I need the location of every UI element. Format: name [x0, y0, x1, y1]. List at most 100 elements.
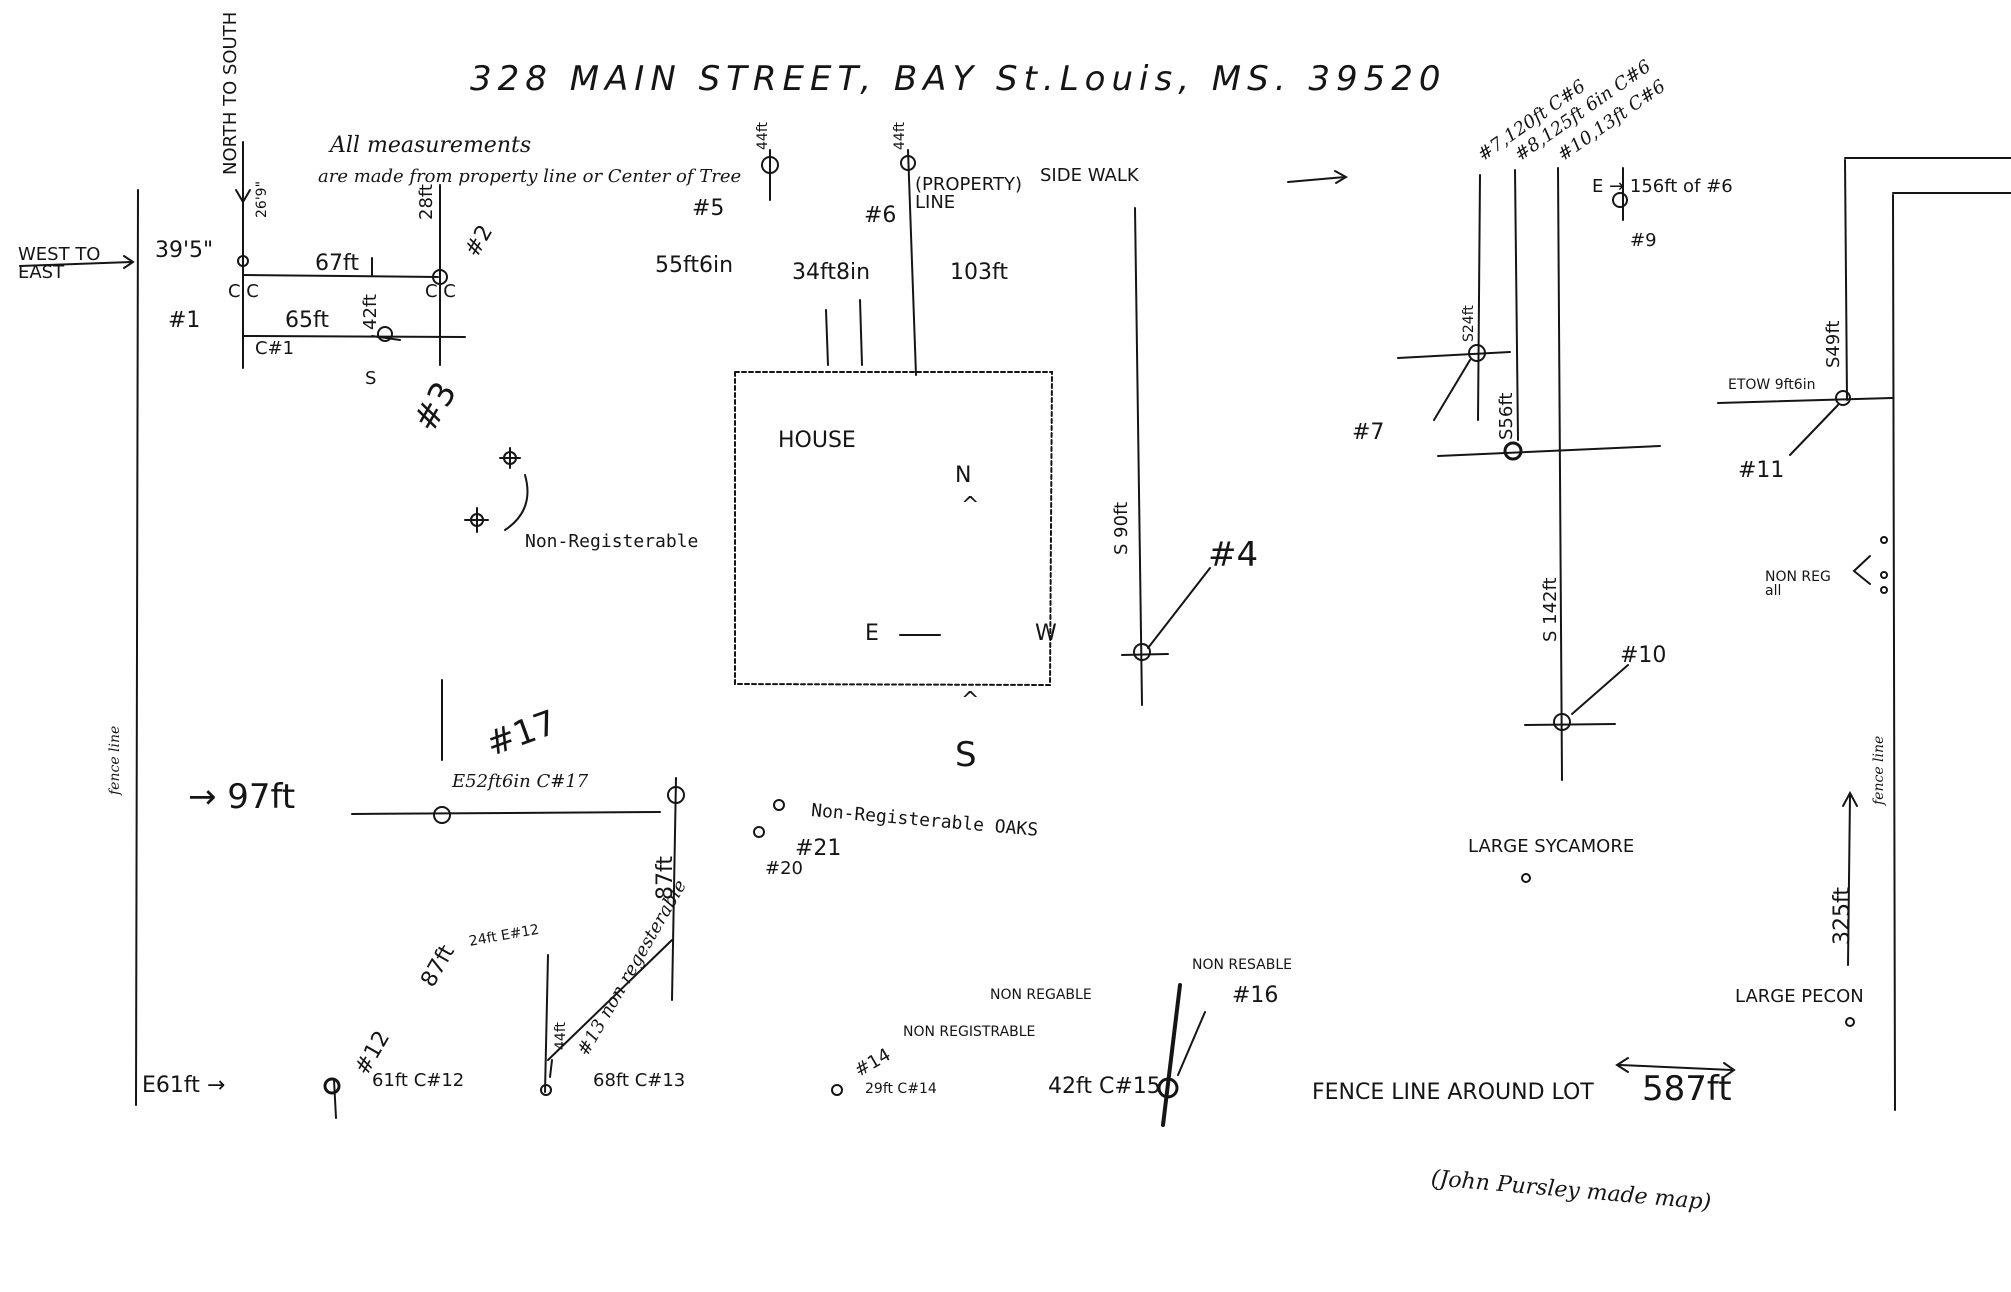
measure-c13: 68ft C#13 — [593, 1070, 686, 1091]
west-east-arrow — [19, 261, 133, 267]
left-fence-line — [135, 189, 139, 1106]
measure-34-8: 34ft8in — [792, 260, 871, 285]
measure-c15: 42ft C#15 — [1048, 1074, 1161, 1099]
left-fence-line-label: fence line — [107, 725, 123, 795]
tree-4-marker — [1133, 643, 1151, 661]
tree-17-marker — [433, 806, 451, 824]
right-fence-line — [1892, 194, 1896, 1111]
measure-e52: E52ft6in C#17 — [452, 771, 589, 792]
top-arrowhead — [1334, 170, 1349, 184]
c1-label: C#1 — [255, 338, 295, 359]
measure-s90: S 90ft — [1111, 501, 1132, 555]
oak-marker-b — [753, 826, 765, 838]
non-reg-14-label: NON REGISTRABLE — [903, 1024, 1036, 1040]
measure-etow: ETOW 9ft6in — [1728, 377, 1816, 393]
measure-s142: S 142ft — [1540, 577, 1561, 642]
tree-11-marker — [1835, 390, 1851, 406]
tree-2-marker — [432, 269, 448, 285]
non-reg-all-label: NON REG all — [1765, 569, 1831, 599]
west-to-east-label: WEST TO EAST — [18, 244, 101, 283]
tree-11-pointer — [1789, 404, 1839, 456]
tree-10-marker — [1553, 713, 1571, 731]
compass-s-arrow: ^ — [961, 688, 980, 713]
measure-s24: S24ft — [1461, 305, 1477, 342]
sidewalk-line — [1134, 207, 1143, 706]
measure-44-b: 44ft — [892, 122, 908, 150]
note-line-1: All measurements — [330, 133, 532, 158]
tree-6-marker — [900, 155, 916, 171]
measure-55-6: 55ft6in — [655, 253, 734, 278]
tree-1-label: #1 — [168, 308, 201, 333]
measure-39-5: 39'5" — [155, 238, 214, 263]
fence-line-around-lot-label: FENCE LINE AROUND LOT — [1312, 1080, 1594, 1105]
tree-7-marker — [1468, 344, 1486, 362]
measure-97: → 97ft — [188, 777, 296, 817]
tree-16-pointer — [1177, 1011, 1206, 1076]
measure-103: 103ft — [950, 260, 1008, 285]
tree-10-pointer — [1571, 664, 1629, 715]
tree-12-marker — [323, 1077, 341, 1095]
measure-44-a: 44ft — [755, 122, 771, 150]
property-line-label: (PROPERTY) LINE — [915, 174, 1022, 213]
tree-5-label: #5 — [692, 196, 725, 221]
tree-13-pointer — [549, 1059, 553, 1078]
non-reg-dot-c — [1880, 586, 1888, 594]
tree-11-line — [1844, 159, 1848, 401]
measure-c12: 61ft C#12 — [372, 1070, 465, 1091]
west-east-arrowhead — [123, 255, 135, 269]
compass-s: S — [955, 735, 977, 775]
compass-n-arrow: ^ — [961, 493, 980, 518]
tree-12-tick — [333, 1079, 337, 1119]
large-sycamore-label: LARGE SYCAMORE — [1468, 836, 1635, 857]
tree-20-label: #20 — [765, 858, 803, 879]
tree-5-marker — [761, 156, 779, 174]
c1-line — [242, 335, 466, 338]
large-pecan-label: LARGE PECON — [1735, 986, 1864, 1007]
tree-1-marker — [237, 255, 249, 267]
tree-9-label: #9 — [1630, 230, 1657, 251]
non-regable-label: NON REGABLE — [990, 987, 1092, 1003]
tree-17-cross — [351, 811, 661, 815]
non-registerable-label: Non-Registerable — [525, 531, 699, 552]
tree-11-label: #11 — [1738, 458, 1785, 483]
tree-1-to-2-line — [242, 274, 439, 278]
lot-width-arrowhead-right — [1723, 1062, 1736, 1078]
tree-4-label: #4 — [1208, 535, 1259, 575]
tree-13-marker — [540, 1084, 552, 1096]
measure-s56: S56ft — [1496, 392, 1517, 440]
non-reg-pointer — [504, 474, 529, 531]
non-reg-dot-b — [1880, 571, 1888, 579]
tree-3-marker — [377, 326, 393, 342]
non-reg-dot-a — [1880, 536, 1888, 544]
tree-13-line — [544, 954, 549, 1093]
measure-e156: E → 156ft of #6 — [1592, 176, 1733, 197]
tree-8-line — [1514, 169, 1519, 441]
walk-line-b — [859, 299, 863, 366]
measure-28: 28ft — [416, 184, 437, 220]
oak-marker-a — [773, 799, 785, 811]
measure-67: 67ft — [315, 251, 359, 276]
north-to-south-label: NORTH TO SOUTH — [220, 11, 241, 175]
tree-16-line — [1161, 983, 1182, 1127]
tree-4-pointer — [1147, 567, 1211, 649]
tree-7-pointer — [1433, 359, 1471, 421]
cc-label-1: C C — [228, 281, 259, 302]
cc-label-2: C C — [425, 281, 456, 302]
compass-w: W — [1035, 621, 1057, 646]
tree-18-line — [671, 777, 677, 1001]
measure-65: 65ft — [285, 308, 329, 333]
note-line-2: are made from property line or Center of… — [318, 166, 742, 187]
house-outline — [734, 371, 1054, 687]
measure-e61: E61ft → — [142, 1073, 226, 1098]
measure-26-9: 26'9" — [254, 180, 270, 218]
tree-8-marker — [1503, 441, 1523, 461]
tree-21-label: #21 — [795, 836, 842, 861]
tree-4-cross — [1121, 653, 1169, 656]
measure-44-c: 44ft — [553, 1022, 569, 1050]
compass-n: N — [955, 463, 972, 488]
sycamore-marker — [1521, 873, 1531, 883]
pecan-marker — [1845, 1017, 1855, 1027]
walk-line-a — [825, 309, 829, 366]
